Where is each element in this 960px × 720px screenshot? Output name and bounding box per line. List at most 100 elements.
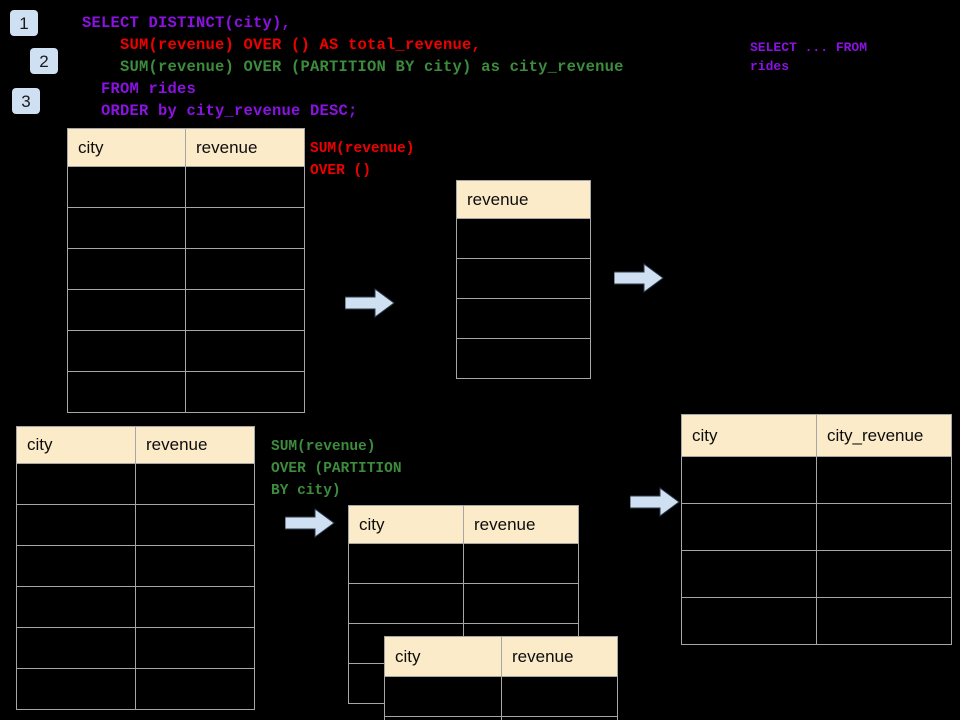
table-cell [135,668,255,710]
table-cell [185,166,305,208]
table-cell [67,207,186,249]
sql-line-3: SUM(revenue) OVER (PARTITION BY city) as… [82,58,624,76]
arrow-source-to-groups [284,508,335,538]
table-row [67,371,305,413]
arrow-groups-to-result [629,487,680,517]
table-row [456,218,591,259]
table-cell [135,504,255,546]
table-row [67,330,305,372]
table-cell [16,463,136,505]
table-row [16,463,255,505]
table-row [681,550,952,598]
table-cell [456,218,591,259]
table-cell [681,550,817,598]
table-cell [135,627,255,669]
table-row [681,456,952,504]
table-cell [67,330,186,372]
table-row [681,597,952,645]
table-cell [456,338,591,379]
table-row [384,676,618,717]
table-row [67,248,305,290]
table-cell [67,166,186,208]
table-cell [384,716,502,720]
sum-over-partition-label: SUM(revenue) OVER (PARTITION BY city) [271,439,402,499]
table-cell [185,248,305,290]
arrow-right-icon [344,288,395,318]
table-cell [135,463,255,505]
column-header-city: city [16,426,136,464]
table-row [67,166,305,208]
table-row [348,583,579,624]
arrow-source-to-total [344,288,395,318]
arrow-right-icon [284,508,335,538]
table-cell [16,627,136,669]
table-cell [456,298,591,339]
table-cell [16,504,136,546]
sql-line-5: ORDER by city_revenue DESC; [82,102,358,120]
table-row [67,289,305,331]
column-header-revenue: revenue [501,636,618,677]
table-cell [185,289,305,331]
table-cell [185,330,305,372]
table-row [681,503,952,551]
table-cell [135,586,255,628]
table-cell [384,676,502,717]
table-cell [348,543,464,584]
table-cell [67,289,186,331]
table-cell [185,207,305,249]
step-badge-2: 2 [30,48,58,74]
arrow-right-icon [613,263,664,293]
column-header-revenue: revenue [463,505,579,544]
table-row [384,716,618,720]
arrow-total-to-result [613,263,664,293]
column-header-city: city [384,636,502,677]
table-cell [816,597,952,645]
table-cell [67,248,186,290]
column-header-city: city [348,505,464,544]
table-row [67,207,305,249]
sql-line-4: FROM rides [82,80,197,98]
table-cell [681,597,817,645]
sql-query-block: SELECT DISTINCT(city), SUM(revenue) OVER… [82,12,624,122]
sql-line-2: SUM(revenue) OVER () AS total_revenue, [82,36,482,54]
table-cell [16,586,136,628]
step-badge-3: 3 [12,88,40,114]
table-cell [348,583,464,624]
table-cell [135,545,255,587]
select-from-rides-label: SELECT ... FROM rides [750,40,868,74]
table-cell [463,543,579,584]
table-row [16,668,255,710]
table-row [16,627,255,669]
table-cell [67,371,186,413]
table-cell [501,676,618,717]
table-cell [501,716,618,720]
column-header-city_revenue: city_revenue [816,414,952,457]
sql-line-1: SELECT DISTINCT(city), [82,14,292,32]
column-header-city: city [681,414,817,457]
column-header-revenue: revenue [185,128,305,167]
table-cell [16,545,136,587]
step-badge-1: 1 [10,10,38,36]
sum-over-empty-label: SUM(revenue) OVER () [310,141,415,179]
table-row [16,586,255,628]
column-header-revenue: revenue [135,426,255,464]
table-cell [463,583,579,624]
table-row [456,338,591,379]
table-cell [681,503,817,551]
table-header-row: revenue [456,180,591,219]
table-row [348,543,579,584]
table-cell [816,456,952,504]
column-header-city: city [67,128,186,167]
table-row [456,298,591,339]
table-cell [456,258,591,299]
